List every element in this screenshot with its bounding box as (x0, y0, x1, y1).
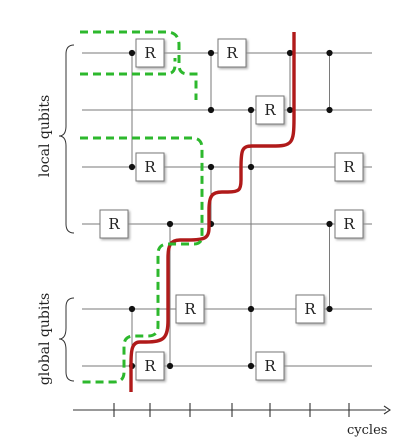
r-gate-box (255, 351, 285, 381)
control-dot (207, 106, 215, 114)
r-gate: R (135, 38, 165, 68)
global-qubits-label: global qubits (37, 293, 53, 385)
control-dot (326, 305, 333, 313)
r-gate-label: R (184, 300, 196, 318)
green-partition-main (78, 136, 204, 384)
control-dot (166, 220, 174, 228)
control-dot (326, 49, 333, 57)
r-gate-box (217, 38, 247, 68)
r-gate: R (255, 351, 285, 381)
r-gate-label: R (144, 44, 156, 62)
r-gate: R (175, 294, 205, 324)
local-qubits-brace (58, 44, 75, 234)
control-dot (128, 49, 136, 57)
green-partition-lower (80, 58, 177, 76)
green-partition-upper (80, 30, 198, 100)
r-gate-box (295, 294, 325, 324)
control-dot (128, 163, 136, 171)
r-gate: R (135, 351, 165, 381)
r-gate: R (334, 209, 364, 239)
r-gate-box (255, 95, 285, 125)
r-gate-box (99, 209, 129, 239)
control-dot (326, 220, 333, 228)
r-gate: R (217, 38, 247, 68)
control-dot (166, 362, 174, 370)
r-gate-box (135, 152, 165, 182)
r-gates: R R R R R R R R R R R (99, 38, 364, 381)
control-dot (247, 305, 255, 313)
r-gate: R (334, 152, 364, 182)
r-gate: R (295, 294, 325, 324)
r-gate-label: R (144, 357, 156, 375)
r-gate-label: R (343, 158, 355, 176)
axis-ticks (113, 403, 350, 417)
r-gate-label: R (226, 44, 238, 62)
r-gate-label: R (264, 101, 276, 119)
control-dot (247, 362, 255, 370)
control-dot (247, 163, 255, 171)
r-gate-box (135, 38, 165, 68)
global-qubits-brace (58, 297, 75, 382)
control-dot (207, 49, 215, 57)
r-gate-box (334, 152, 364, 182)
control-dot (286, 106, 294, 114)
r-gate: R (255, 95, 285, 125)
r-gate: R (99, 209, 129, 239)
control-dot (247, 106, 255, 114)
control-dot (128, 305, 136, 313)
r-gate-box (334, 209, 364, 239)
r-gate-label: R (304, 300, 316, 318)
r-gate: R (135, 152, 165, 182)
r-gate-label: R (108, 215, 120, 233)
r-gate-box (135, 351, 165, 381)
cycles-axis (73, 405, 391, 415)
r-gate-label: R (264, 357, 276, 375)
r-gate-label: R (144, 158, 156, 176)
r-gate-label: R (343, 215, 355, 233)
axis-label: cycles (347, 423, 387, 438)
control-dot (326, 106, 333, 114)
local-qubits-label: local qubits (37, 95, 53, 177)
control-dot (207, 163, 215, 171)
red-partition-path (129, 32, 296, 392)
control-dot (286, 49, 294, 57)
r-gate-box (175, 294, 205, 324)
